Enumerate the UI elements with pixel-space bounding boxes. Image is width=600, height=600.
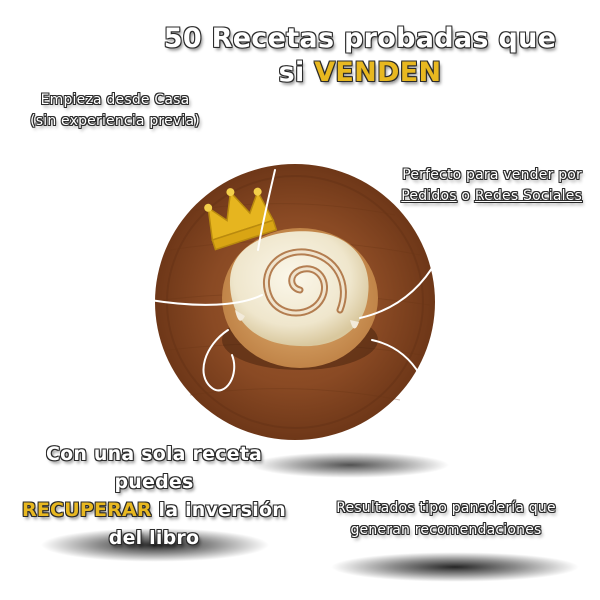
callout-recover-line-3: del libro: [108, 527, 200, 549]
callout-bakery-results: Resultados tipo panadería que generan re…: [315, 497, 577, 541]
social-media-link[interactable]: Redes Sociales: [474, 188, 582, 204]
crown-icon: [204, 187, 278, 251]
headline-line-2: si VENDEN: [150, 56, 570, 90]
product-image: [150, 160, 440, 445]
callout-sell-line-1: Perfecto para vender por: [402, 167, 582, 183]
callout-start-from-home: Empieza desde Casa (sin experiencia prev…: [10, 90, 220, 132]
headline: 50 Recetas probadas que si VENDEN: [150, 22, 570, 90]
callout-recover-rest: la inversión: [151, 499, 286, 521]
text-shadow-blob-left: [40, 528, 270, 562]
callout-bakery-line-2: generan recomendaciones: [350, 522, 542, 538]
callout-sell-line-2: Pedidos o Redes Sociales: [350, 186, 582, 207]
connector-text: o: [456, 188, 475, 204]
callout-sell-channels: Perfecto para vender por Pedidos o Redes…: [350, 165, 582, 207]
callout-start-line-2: (sin experiencia previa): [30, 113, 200, 129]
headline-line-1: 50 Recetas probadas que: [163, 23, 557, 54]
cinnamon-roll-illustration: [155, 164, 435, 440]
callout-start-line-1: Empieza desde Casa: [40, 92, 190, 108]
callout-bakery-line-1: Resultados tipo panadería que: [336, 500, 556, 516]
text-shadow-blob-center: [250, 452, 450, 478]
orders-link[interactable]: Pedidos: [401, 188, 457, 204]
recover-highlight: RECUPERAR: [22, 499, 152, 521]
callout-recover-investment: Con una sola receta puedes RECUPERAR la …: [4, 440, 304, 552]
headline-prefix: si: [278, 57, 315, 88]
text-shadow-blob-right: [330, 552, 580, 582]
callout-recover-line-1: Con una sola receta puedes: [45, 443, 263, 493]
callout-recover-line-2: RECUPERAR la inversión: [4, 496, 304, 524]
headline-highlight: VENDEN: [314, 57, 442, 88]
